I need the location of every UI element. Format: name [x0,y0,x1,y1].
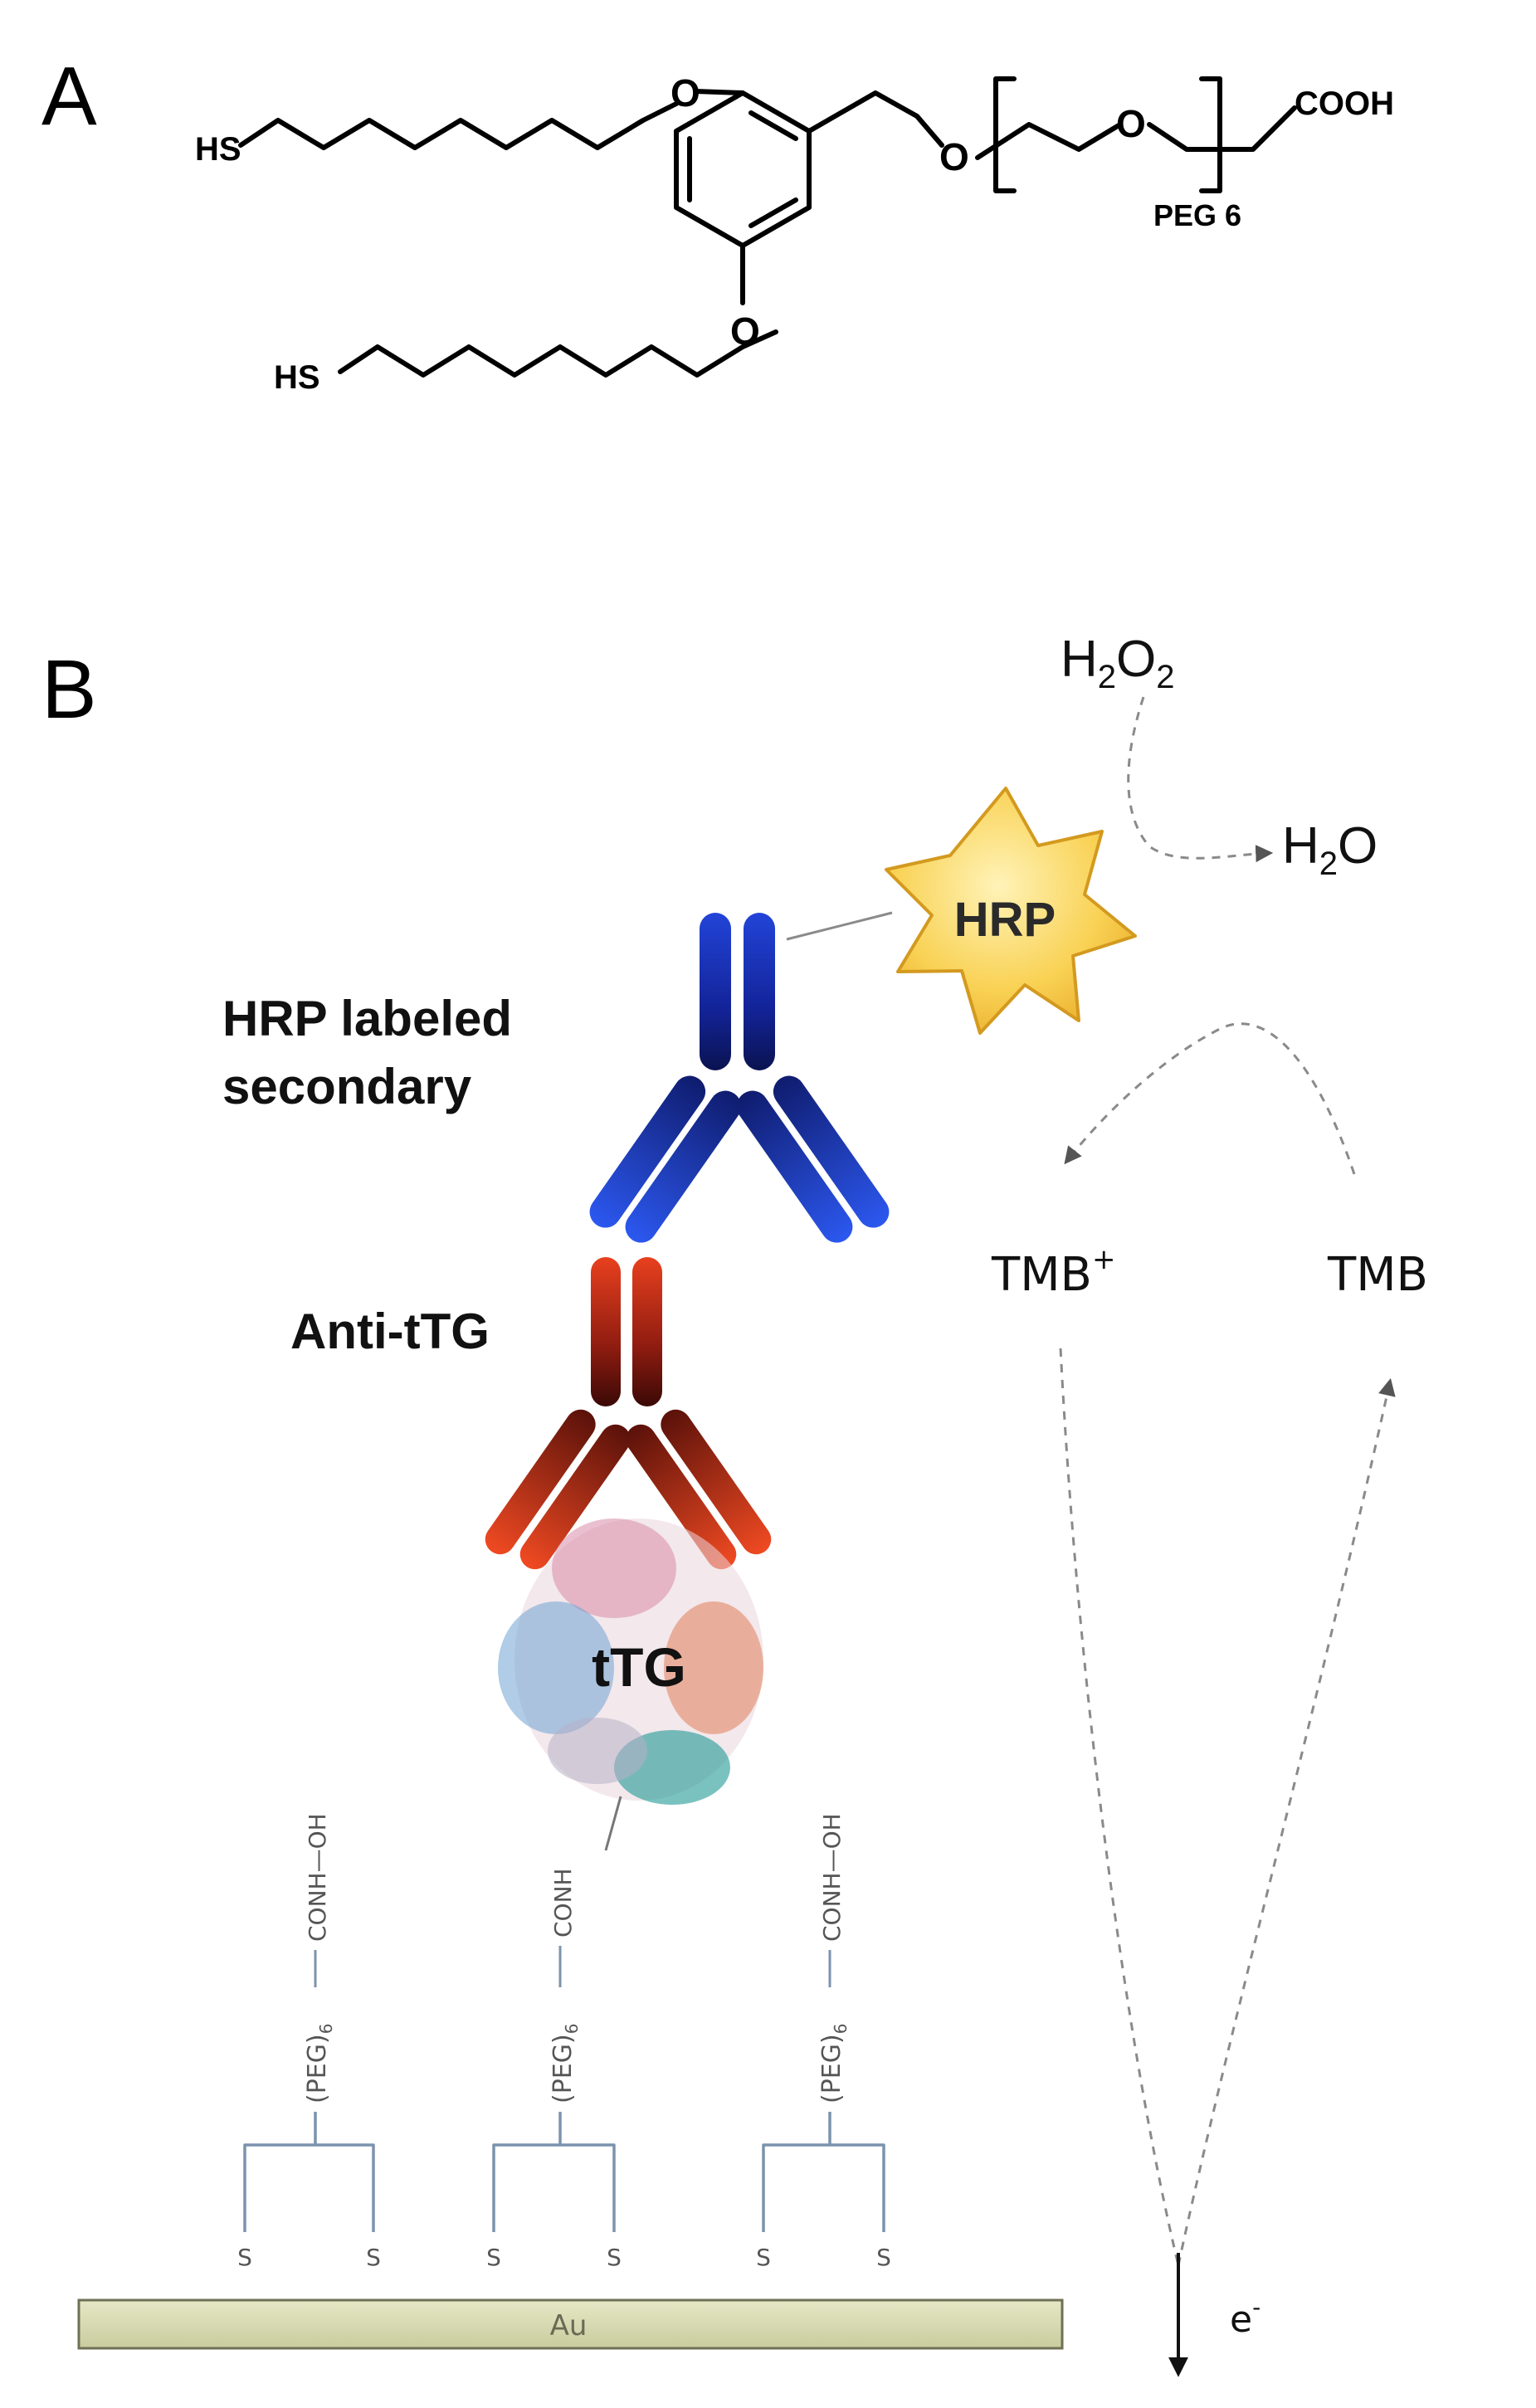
secondary-arm-right-outer [773,1075,890,1228]
secondary-label-line1: HRP labeled [222,991,512,1046]
ttg-label: tTG [592,1636,686,1698]
primary-arm-left-outer [485,1409,596,1555]
secondary-arm-right-inner [736,1090,853,1243]
top-ether-bond [693,89,745,95]
panel-a-label: A [41,50,97,143]
ttg-domain-orange [664,1601,763,1734]
atom-o-benzyl: O [939,135,969,178]
hrp-enzyme-star [885,787,1137,1035]
linker-left-bidentate [243,2112,375,2232]
linker-right-bidentate [762,2112,885,2232]
hrp-label: HRP [954,893,1056,947]
peg-bracket-right [1199,76,1222,193]
electron-path-up [1177,1377,1396,2266]
h2o-label: H2O [1282,817,1378,882]
secondary-stem-left [700,913,731,1070]
gold-substrate [77,2298,1064,2350]
secondary-label-line2: secondary [222,1059,472,1114]
panel-b: B H2O2 H2O HRP TMB+ TMB e- HRP labele [41,631,1428,2377]
linker-center-protein-bond [604,1796,622,1851]
acid-chain [1147,105,1297,152]
secondary-stem-right [744,913,775,1070]
ttg-domain-gray [548,1718,647,1784]
peg-bracket-left [993,76,1017,193]
secondary-arm-left-outer [589,1075,706,1228]
secondary-antibody [589,913,890,1243]
primary-arm-right-outer [661,1409,772,1555]
linker-left-sulfur-2: S [366,2244,381,2271]
linker-right-sulfur-2: S [876,2244,891,2271]
electron-label: e- [1230,2293,1260,2341]
linker-center-conh: CONH [549,1868,577,1938]
peroxide-reduction-arrow [1127,696,1274,863]
secondary-arm-left-inner [625,1090,742,1243]
anti-ttg-antibody [485,1257,772,1570]
ttg-protein: tTG [498,1518,763,1805]
linker-center-sulfur-1: S [486,2244,501,2271]
h2o2-label: H2O2 [1061,631,1175,695]
tmb-oxidation-arrow [1064,1022,1356,1175]
primary-arm-left-inner [519,1424,631,1570]
linker-center-sulfur-2: S [607,2244,622,2271]
tmb-oxidized-label: TMB+ [991,1243,1115,1302]
primary-stem-left [591,1257,621,1406]
primary-stem-right [632,1257,662,1406]
linker-right-peg: (PEG)6 [817,2024,851,2103]
anti-ttg-label: Anti-tTG [290,1304,490,1359]
linker-left-sulfur-1: S [237,2244,252,2271]
primary-arm-right-inner [626,1424,737,1570]
ttg-domain-blue [498,1601,614,1734]
linker-center: S S (PEG)6 CONH [486,1796,622,2271]
peg-repeat-label: PEG 6 [1153,198,1241,232]
electron-path-down [1059,1348,1180,2266]
panel-a: A HS HS O O O O COOH PEG 6 [41,50,1394,396]
upper-hexyl-chain [238,101,679,150]
gold-label: Au [550,2309,588,2342]
atom-cooh: COOH [1295,85,1394,122]
ttg-domain-pink [552,1518,676,1618]
atom-hs-top: HS [195,131,241,168]
hrp-conjugate-link [786,911,893,941]
benzyl-linker [807,90,944,148]
lower-hexyl-chain [338,329,778,378]
linker-left-conh-oh: CONH—OH [304,1813,331,1942]
linker-center-peg: (PEG)6 [549,2024,582,2103]
atom-o-bottom: O [730,310,760,353]
linker-right-conh-oh: CONH—OH [818,1813,846,1942]
benzene-ring [674,90,812,248]
panel-b-label: B [41,643,97,736]
linker-left: S S (PEG)6 CONH—OH [237,1813,381,2271]
benzene-double-bonds [687,110,798,228]
linker-center-bidentate [492,2112,616,2232]
atom-hs-bottom: HS [274,359,320,396]
atom-o-peg: O [1116,102,1146,145]
atom-o-top: O [670,71,700,115]
linker-right-sulfur-1: S [756,2244,771,2271]
peg-unit-bonds [975,122,1123,160]
linker-left-peg: (PEG)6 [303,2024,336,2103]
tmb-label: TMB [1327,1248,1428,1302]
linker-right: S S (PEG)6 CONH—OH [756,1813,891,2271]
